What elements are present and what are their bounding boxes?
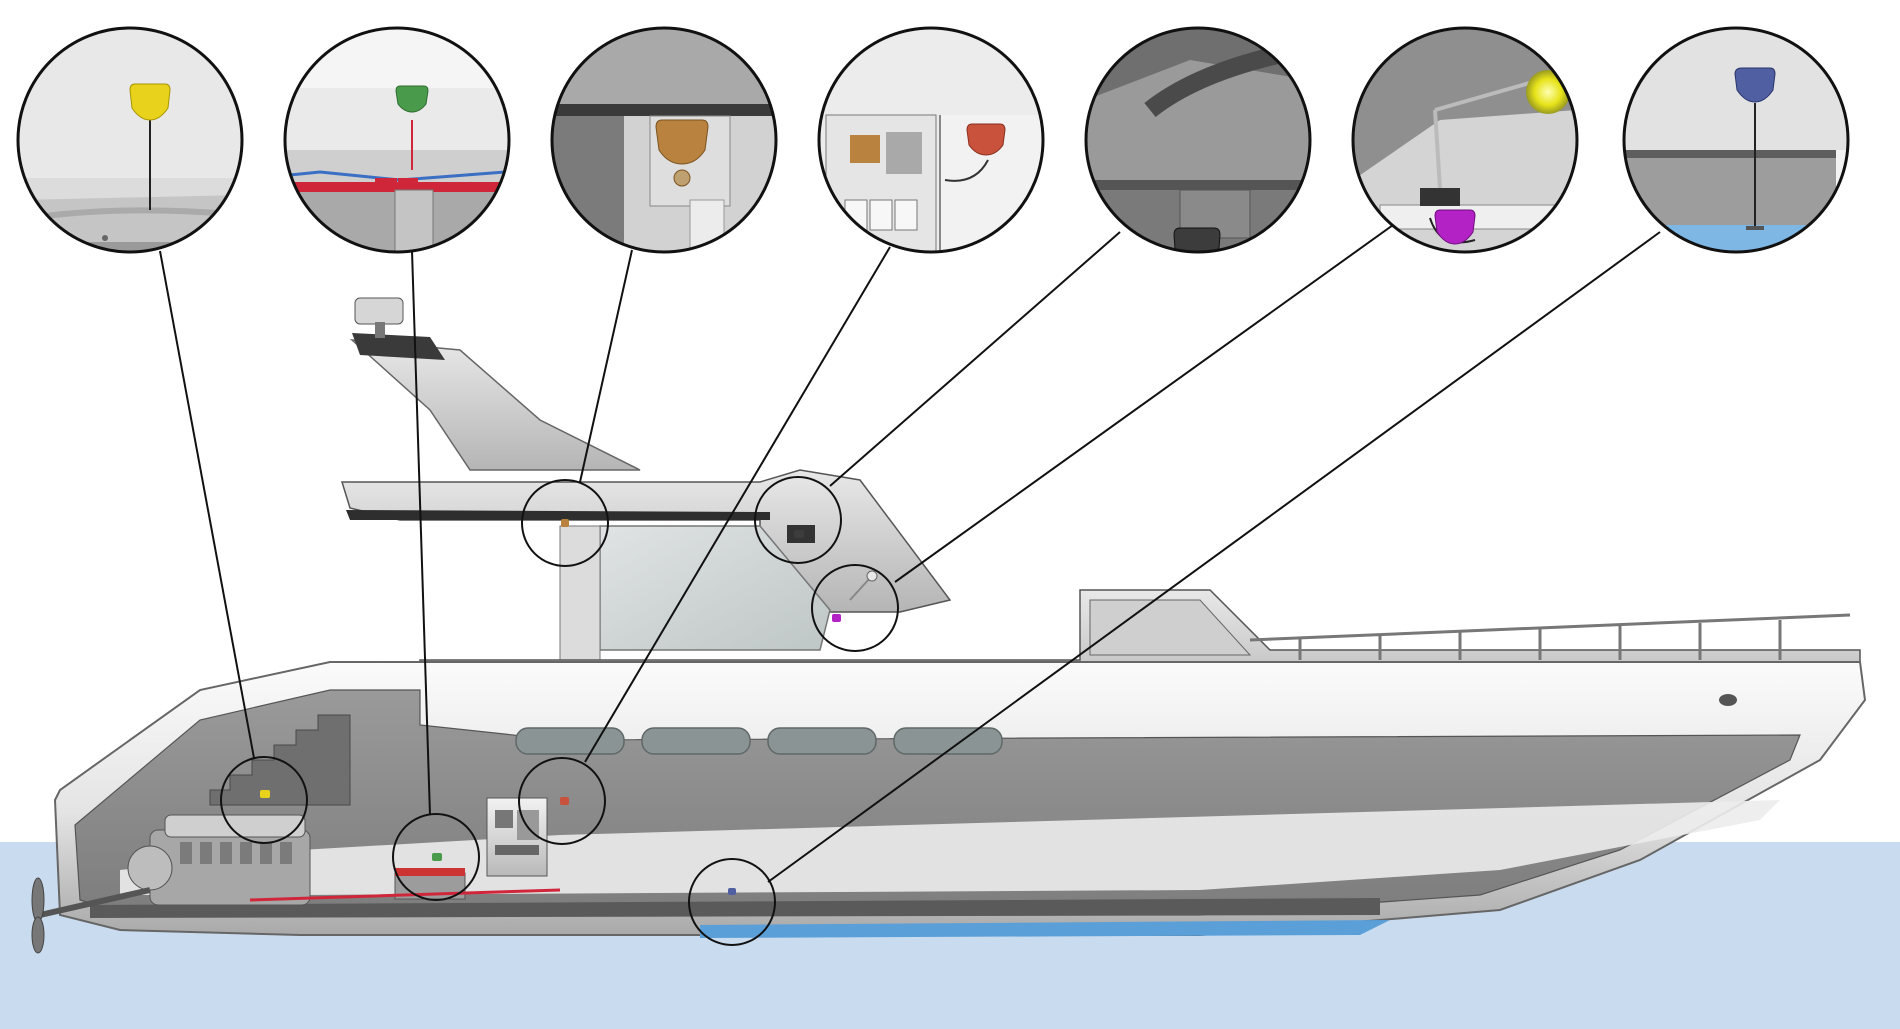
bow-rail — [1249, 613, 1851, 660]
radar-unit — [354, 297, 404, 325]
leader-line — [584, 246, 891, 763]
sensor-tag-icon — [560, 797, 569, 805]
sensor-tag-icon — [260, 790, 270, 798]
prop-shaft — [39, 887, 151, 918]
leader-line — [894, 219, 1401, 583]
sensor-tag-icon — [794, 530, 804, 538]
detail-callout-flybridge-overhead — [550, 26, 778, 254]
leader-line — [767, 231, 1661, 883]
bilge-water — [700, 920, 1390, 938]
leader-line — [411, 250, 431, 816]
sensor-tag-icon — [832, 614, 841, 622]
locator-circle — [811, 564, 899, 652]
detail-callout-cabin-lamp — [1351, 26, 1579, 254]
sensor-tag-icon — [129, 83, 171, 121]
power-cable — [249, 888, 561, 902]
leader-line — [159, 250, 255, 759]
leader-lines — [159, 219, 1661, 883]
hawse-hole — [1719, 694, 1737, 706]
detail-callout-electrical-panel — [817, 26, 1045, 254]
leader-line — [829, 231, 1121, 487]
locator-circle — [518, 757, 606, 845]
sensor-tag-icon — [395, 85, 429, 113]
locator-circle — [521, 479, 609, 567]
sensor-tag-icon — [966, 123, 1006, 156]
locator-circles — [220, 476, 899, 946]
locator-circle — [754, 476, 842, 564]
sensor-tag-icon — [1434, 209, 1476, 245]
radar-mast — [349, 339, 641, 471]
sensor-markers — [260, 519, 841, 895]
detail-callout-helm-console — [1084, 26, 1312, 254]
detail-callout-bilge-level — [1622, 26, 1850, 254]
detail-callout-engine-bay — [16, 26, 244, 254]
portholes — [515, 727, 1003, 755]
boat — [31, 297, 1867, 954]
engine — [127, 814, 311, 906]
sensor-tag-icon — [728, 888, 736, 895]
sensor-tag-icon — [432, 853, 442, 861]
sensor-tag-icon — [561, 519, 569, 527]
locator-circle — [688, 858, 776, 946]
propeller — [31, 877, 45, 954]
bilge-floor — [90, 898, 1380, 918]
leader-line — [579, 249, 633, 483]
sensor-tag-icon — [655, 119, 709, 165]
locator-circle — [392, 813, 480, 901]
detail-callout-battery-area — [283, 26, 511, 254]
sensor-tag-icon — [1734, 67, 1776, 103]
locator-circle — [220, 756, 308, 844]
